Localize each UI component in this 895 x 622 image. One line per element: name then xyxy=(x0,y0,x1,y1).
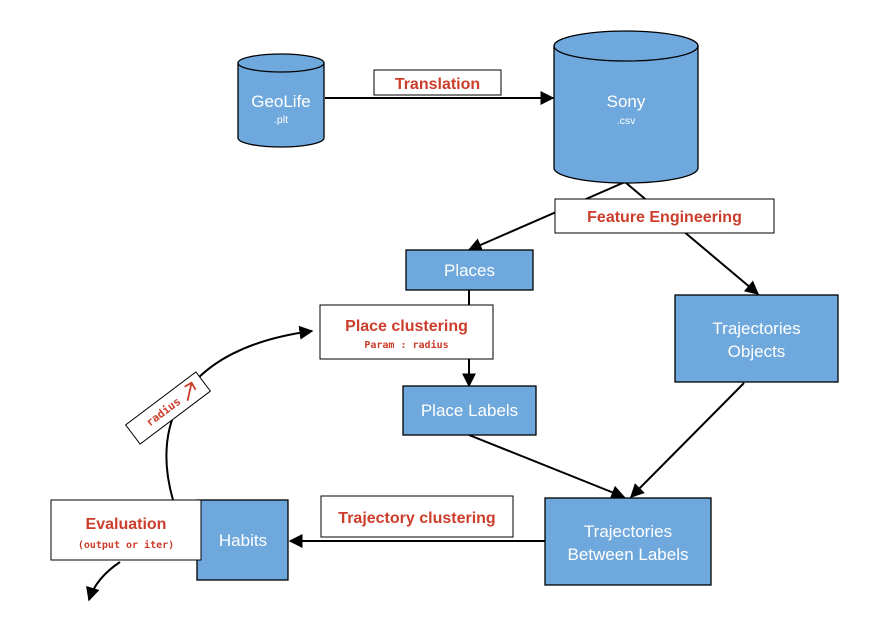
place-labels-label: Place Labels xyxy=(421,401,518,420)
trajectories-between-line2: Between Labels xyxy=(568,545,689,564)
trajectories-objects-line2: Objects xyxy=(728,342,786,361)
arrow-up-right-icon xyxy=(184,381,197,401)
place-clustering-param: Param : radius xyxy=(364,339,448,351)
geolife-label: GeoLife xyxy=(251,92,311,111)
trajectories-between-labels-node: Trajectories Between Labels xyxy=(544,497,712,586)
edge-trajectories-objects-trajectories-between xyxy=(630,382,745,498)
trajectories-objects-line1: Trajectories xyxy=(712,319,800,338)
places-node: Places xyxy=(405,249,534,291)
evaluation-step: Evaluation (output or iter) xyxy=(50,499,202,561)
feature-engineering-label: Feature Engineering xyxy=(587,209,742,226)
sony-database-node: Sony .csv xyxy=(553,30,699,184)
radius-tag: radius xyxy=(124,371,212,445)
translation-step: Translation xyxy=(373,69,502,96)
feature-engineering-step: Feature Engineering xyxy=(554,198,775,234)
geolife-sublabel: .plt xyxy=(274,114,288,126)
edge-sony-places xyxy=(467,181,626,252)
place-clustering-label: Place clustering xyxy=(345,318,468,335)
place-clustering-step: Place clustering Param : radius xyxy=(319,304,494,360)
trajectories-between-line1: Trajectories xyxy=(584,522,672,541)
places-label: Places xyxy=(444,261,495,280)
evaluation-note: (output or iter) xyxy=(78,539,174,551)
place-labels-node: Place Labels xyxy=(402,385,537,436)
translation-label: Translation xyxy=(395,76,480,93)
trajectory-clustering-label: Trajectory clustering xyxy=(338,510,495,527)
habits-label: Habits xyxy=(219,531,267,550)
sony-label: Sony xyxy=(607,92,646,111)
sony-sublabel: .csv xyxy=(617,115,636,127)
edge-place-labels-trajectories-between xyxy=(468,434,626,499)
evaluation-label: Evaluation xyxy=(86,516,167,533)
edge-evaluation-loop xyxy=(165,325,314,501)
geolife-database-node: GeoLife .plt xyxy=(237,53,325,148)
trajectory-clustering-step: Trajectory clustering xyxy=(320,495,514,538)
edge-evaluation-output xyxy=(86,561,121,602)
habits-node: Habits xyxy=(196,499,289,581)
trajectories-objects-node: Trajectories Objects xyxy=(674,294,839,383)
